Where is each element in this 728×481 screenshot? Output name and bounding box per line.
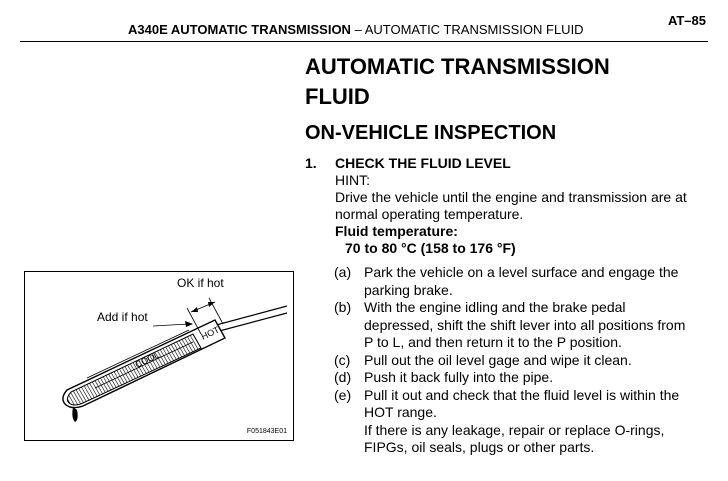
substep-text: Pull out the oil level gage and wipe it … (364, 351, 632, 368)
page-title-line-1: AUTOMATIC TRANSMISSION (305, 54, 610, 79)
hint-label: HINT: (335, 172, 370, 188)
hint-text-line-2: normal operating temperature. (335, 206, 524, 222)
substep-text: depressed, shift the shift lever into al… (364, 316, 686, 333)
substep-b: (b) With the engine idling and the brake… (334, 299, 706, 352)
substep-c: (c) Pull out the oil level gage and wipe… (334, 352, 706, 370)
running-header: A340E AUTOMATIC TRANSMISSION – AUTOMATIC… (128, 22, 584, 37)
dipstick-illustration: COOL HOT (62, 297, 288, 422)
ok-arrow-left (191, 307, 198, 312)
substep-label: (c) (334, 351, 351, 368)
header-rule (20, 41, 708, 42)
fluid-drip (72, 407, 78, 422)
substep-e: (e) Pull it out and check that the fluid… (334, 387, 706, 422)
hint-text-line-1: Drive the vehicle until the engine and t… (335, 189, 687, 205)
step-number: 1. (305, 155, 317, 171)
substep-label: (d) (334, 369, 352, 385)
substep-text: Push it back fully into the pipe. (364, 369, 554, 385)
dipstick-figure: COOL HOT OK if hot Add if hot F051843E01 (24, 271, 294, 441)
header-separator: – (354, 22, 362, 37)
substep-text: P to L, and then return it to the P posi… (364, 334, 622, 350)
substep-text: Pull it out and check that the fluid lev… (364, 386, 680, 403)
fluid-temp-value: 70 to 80 °C (158 to 176 °F) (345, 240, 516, 256)
step-body: CHECK THE FLUID LEVEL HINT: Drive the ve… (335, 155, 705, 257)
substep-label: (b) (334, 299, 352, 315)
header-title-bold: A340E AUTOMATIC TRANSMISSION (128, 22, 351, 37)
substep-text: parking brake. (364, 281, 453, 298)
substep-list: (a) Park the vehicle on a level surface … (334, 264, 706, 457)
label-add-if-hot: Add if hot (97, 310, 148, 324)
ok-extension-line-right (208, 297, 224, 325)
add-leader-line (152, 323, 190, 327)
blade-band-line (86, 329, 190, 379)
note-line: FIPGs, oil seals, plugs or other parts. (364, 439, 595, 455)
note-line: If there is any leakage, repair or repla… (364, 421, 665, 438)
page-title: AUTOMATIC TRANSMISSION FLUID (305, 52, 705, 112)
substep-text: HOT range. (364, 404, 437, 420)
page-number: AT–85 (667, 13, 706, 28)
ok-arrow-right (208, 302, 215, 307)
substep-text: Park the vehicle on a level surface and … (364, 264, 679, 280)
substep-d: (d) Push it back fully into the pipe. (334, 369, 706, 387)
substep-a: (a) Park the vehicle on a level surface … (334, 264, 706, 299)
ok-extension-line-left (186, 307, 202, 335)
label-ok-if-hot: OK if hot (177, 276, 224, 290)
page-title-line-2: FLUID (305, 84, 370, 109)
substep-label: (e) (334, 386, 352, 403)
add-arrow (185, 321, 193, 327)
blade-band-line (94, 341, 194, 389)
substep-label: (a) (334, 264, 352, 280)
section-title: ON-VEHICLE INSPECTION (305, 122, 557, 144)
figure-id: F051843E01 (246, 428, 287, 435)
step-title: CHECK THE FLUID LEVEL (335, 155, 511, 171)
substep-text: With the engine idling and the brake ped… (364, 299, 626, 315)
header-title-regular: AUTOMATIC TRANSMISSION FLUID (364, 22, 584, 37)
fluid-temp-label: Fluid temperature: (335, 223, 458, 239)
